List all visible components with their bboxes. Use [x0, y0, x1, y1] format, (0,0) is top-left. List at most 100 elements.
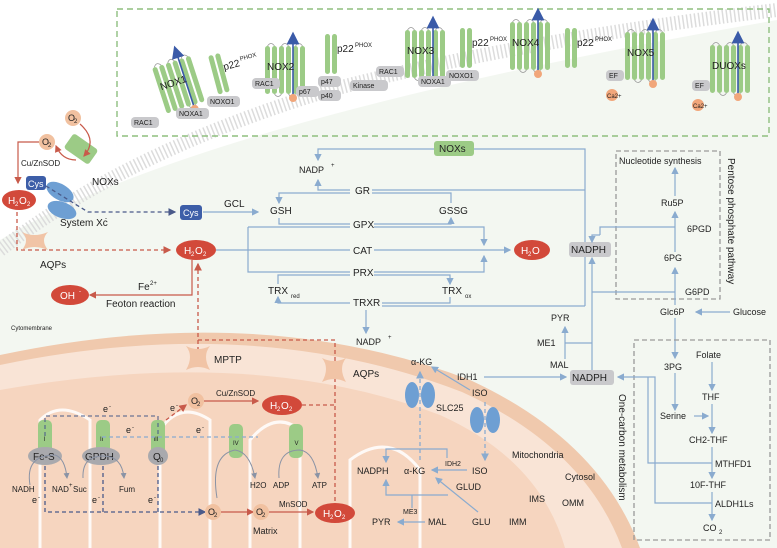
svg-text:2: 2 — [27, 202, 31, 208]
svg-text:2+: 2+ — [150, 281, 157, 287]
svg-text:-: - — [79, 289, 81, 295]
pyr-label: PYR — [551, 313, 570, 323]
nox-name-label: NOX5 — [627, 48, 655, 59]
gr-label: GR — [355, 186, 370, 197]
svg-text:e: e — [32, 495, 37, 505]
svg-text:OH: OH — [60, 291, 75, 302]
nox-name-label: DUOXs — [712, 61, 746, 72]
mal-mito: MAL — [428, 517, 447, 527]
svg-text:2: 2 — [74, 119, 78, 125]
nox-nox1: NOX1 — [152, 45, 205, 114]
svg-text:H: H — [8, 196, 15, 207]
gssg-label: GSSG — [439, 206, 468, 217]
svg-text:p47: p47 — [321, 79, 333, 86]
svg-text:-: - — [38, 495, 40, 501]
slc25-transporter-akg — [405, 382, 435, 408]
g6pd-label: G6PD — [685, 287, 710, 297]
mitochondrion — [0, 332, 640, 548]
svg-text:O: O — [68, 113, 75, 123]
mnsod-label: MnSOD — [279, 500, 308, 509]
electron-icon — [649, 80, 657, 88]
adp-label: ADP — [273, 481, 289, 490]
svg-text:O: O — [334, 509, 342, 520]
svg-text:2: 2 — [342, 515, 346, 521]
svg-text:e: e — [170, 403, 175, 413]
electron-icon — [534, 70, 542, 78]
partner-tag-rac1: RAC1 — [131, 117, 159, 128]
svg-text:Ca2+: Ca2+ — [693, 104, 708, 110]
svg-text:+: + — [331, 163, 335, 169]
fenton-reaction-label: Feoton reaction — [106, 299, 176, 310]
svg-text:-: - — [109, 404, 111, 410]
aqps-label: AQPs — [40, 260, 66, 271]
one-carbon-title: One-carbon metabolism — [616, 394, 627, 501]
mthfd1-label: MTHFD1 — [715, 459, 752, 469]
svg-text:IV: IV — [233, 441, 239, 447]
svg-text:2: 2 — [277, 407, 281, 413]
svg-text:III: III — [154, 437, 159, 443]
svg-text:red: red — [291, 294, 300, 300]
svg-text:p67: p67 — [299, 89, 311, 96]
svg-text:-: - — [132, 425, 134, 431]
partner-tag-noxo1: NOXO1 — [207, 96, 240, 107]
partner-tag-rac1: RAC1 — [252, 78, 280, 89]
glud-label: GLUD — [456, 482, 482, 492]
membrane-nox-icon — [64, 134, 98, 164]
cytomembrane — [0, 3, 777, 256]
svg-text:p22: p22 — [577, 38, 594, 49]
nadh-label: NADH — [12, 485, 35, 494]
svg-text:PHOX: PHOX — [355, 43, 372, 49]
svg-text:NOXs: NOXs — [439, 144, 466, 155]
nox-name-label: NOX3 — [407, 46, 435, 57]
svg-text:-: - — [98, 495, 100, 501]
svg-text:PHOX: PHOX — [239, 53, 257, 63]
svg-text:e: e — [196, 425, 201, 435]
svg-text:RAC1: RAC1 — [134, 120, 153, 127]
ppp-title: Pentose phosphate pathway — [725, 158, 736, 284]
superoxide: O2 — [39, 134, 55, 150]
matrix-label: Matrix — [253, 526, 278, 536]
complex-v: V — [289, 424, 303, 458]
svg-text:e: e — [148, 495, 153, 505]
svg-text:2: 2 — [48, 143, 52, 149]
mitochondria-label: Mitochondria — [512, 450, 564, 460]
svg-text:NADPH: NADPH — [572, 373, 607, 384]
trxr-label: TRXR — [353, 298, 380, 309]
calcium-ion: Ca2+ — [692, 99, 708, 111]
svg-text:Kinase: Kinase — [353, 83, 375, 90]
6pgd-label: 6PGD — [687, 224, 712, 234]
partner-tag-noxa1: NOXA1 — [418, 76, 451, 87]
nox-family-panel — [116, 8, 770, 137]
svg-text:H: H — [184, 246, 191, 257]
svg-text:+: + — [69, 483, 73, 489]
3pg-label: 3PG — [664, 362, 682, 372]
svg-text:Fe-S: Fe-S — [33, 452, 55, 463]
svg-text:NOXO1: NOXO1 — [449, 73, 474, 80]
svg-text:e: e — [103, 404, 108, 414]
svg-text:PHOX: PHOX — [490, 37, 507, 43]
o2-molecule: O2 — [65, 110, 81, 126]
svg-text:+: + — [388, 335, 392, 341]
svg-text:O: O — [19, 196, 27, 207]
svg-text:2: 2 — [528, 252, 532, 258]
thf-label: THF — [702, 392, 720, 402]
svg-text:PHOX: PHOX — [595, 37, 612, 43]
svg-text:2: 2 — [214, 513, 218, 519]
svg-text:RAC1: RAC1 — [255, 81, 274, 88]
fum-label: Fum — [119, 485, 135, 494]
suc-label: Suc — [73, 485, 87, 494]
svg-text:2: 2 — [330, 515, 334, 521]
svg-text:Cys: Cys — [183, 208, 199, 218]
svg-text:e: e — [126, 425, 131, 435]
nox-name-label: NOX2 — [267, 62, 295, 73]
svg-text:RAC1: RAC1 — [379, 69, 398, 76]
partner-tag-p40: p40 — [318, 90, 341, 101]
atp-label: ATP — [312, 481, 327, 490]
system-xc-label: System Xc — [60, 218, 108, 229]
gsh-label: GSH — [270, 206, 292, 217]
o2-matrix: O2 — [205, 504, 221, 520]
